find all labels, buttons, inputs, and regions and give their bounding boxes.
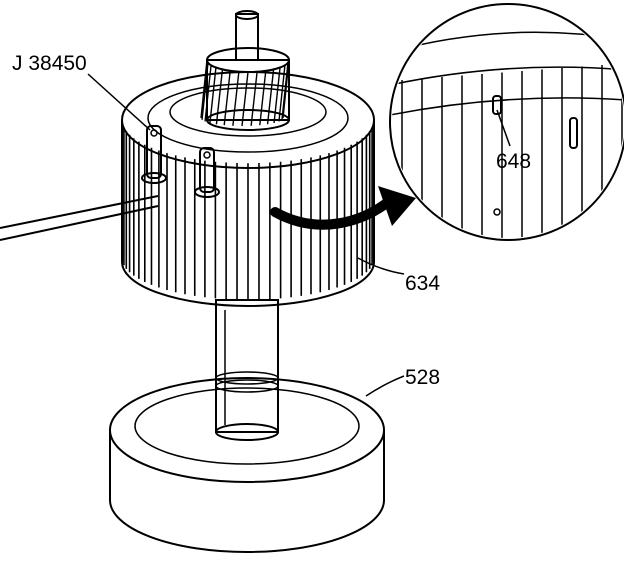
detail-view [389,3,624,241]
spline-line [282,59,290,119]
shaft [215,299,279,441]
spline-line [232,71,240,126]
tool-j38450 [0,125,220,241]
spline-line [266,69,275,125]
gear-teeth [200,59,290,127]
label-j38450: J 38450 [12,52,87,75]
top-gear [200,10,290,131]
drum-splines [121,120,375,300]
spline-line [273,67,281,124]
drum-634 [121,71,375,307]
label-648: 648 [496,150,531,173]
spline-line [278,65,286,122]
spline-line [200,59,208,119]
spline-line [209,67,217,124]
spline-line [250,71,258,126]
leader-lines [87,73,405,397]
spline-line [223,70,231,126]
spline-line [259,70,267,126]
label-528: 528 [405,366,440,389]
spline-line [204,65,212,122]
spline-line [201,62,209,120]
base-assembly [109,377,385,553]
label-634: 634 [405,272,440,295]
spline-line [281,62,289,120]
spline-line [215,69,224,125]
detail-arrow [270,186,416,230]
spline-line [241,71,249,127]
